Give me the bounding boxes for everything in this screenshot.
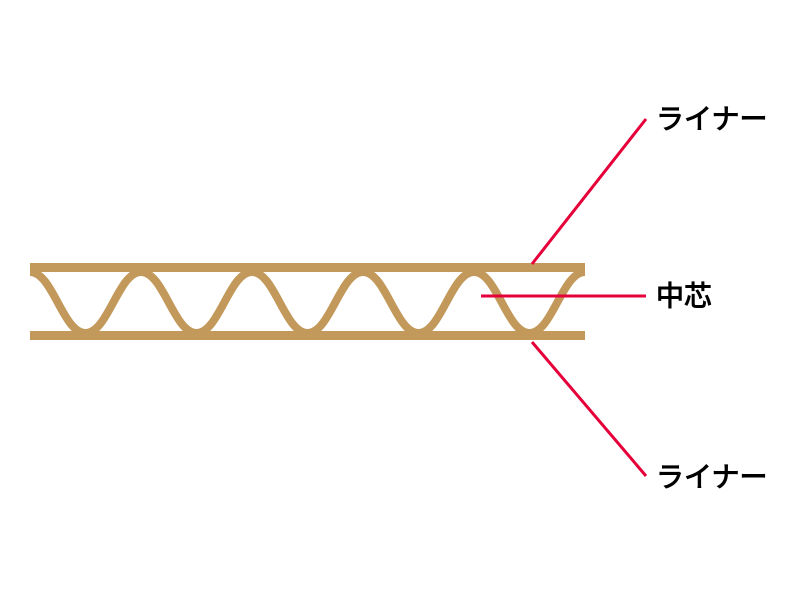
top-liner-leader-line <box>530 118 648 265</box>
bottom-liner-leader-line <box>530 341 648 477</box>
top-liner-label: ライナー <box>656 104 767 135</box>
bottom-liner-label: ライナー <box>656 462 767 493</box>
core-label: 中芯 <box>656 281 712 312</box>
fluted-core-wave <box>29 267 586 338</box>
top-liner-sheet <box>30 263 585 272</box>
bottom-liner-sheet <box>30 331 585 340</box>
